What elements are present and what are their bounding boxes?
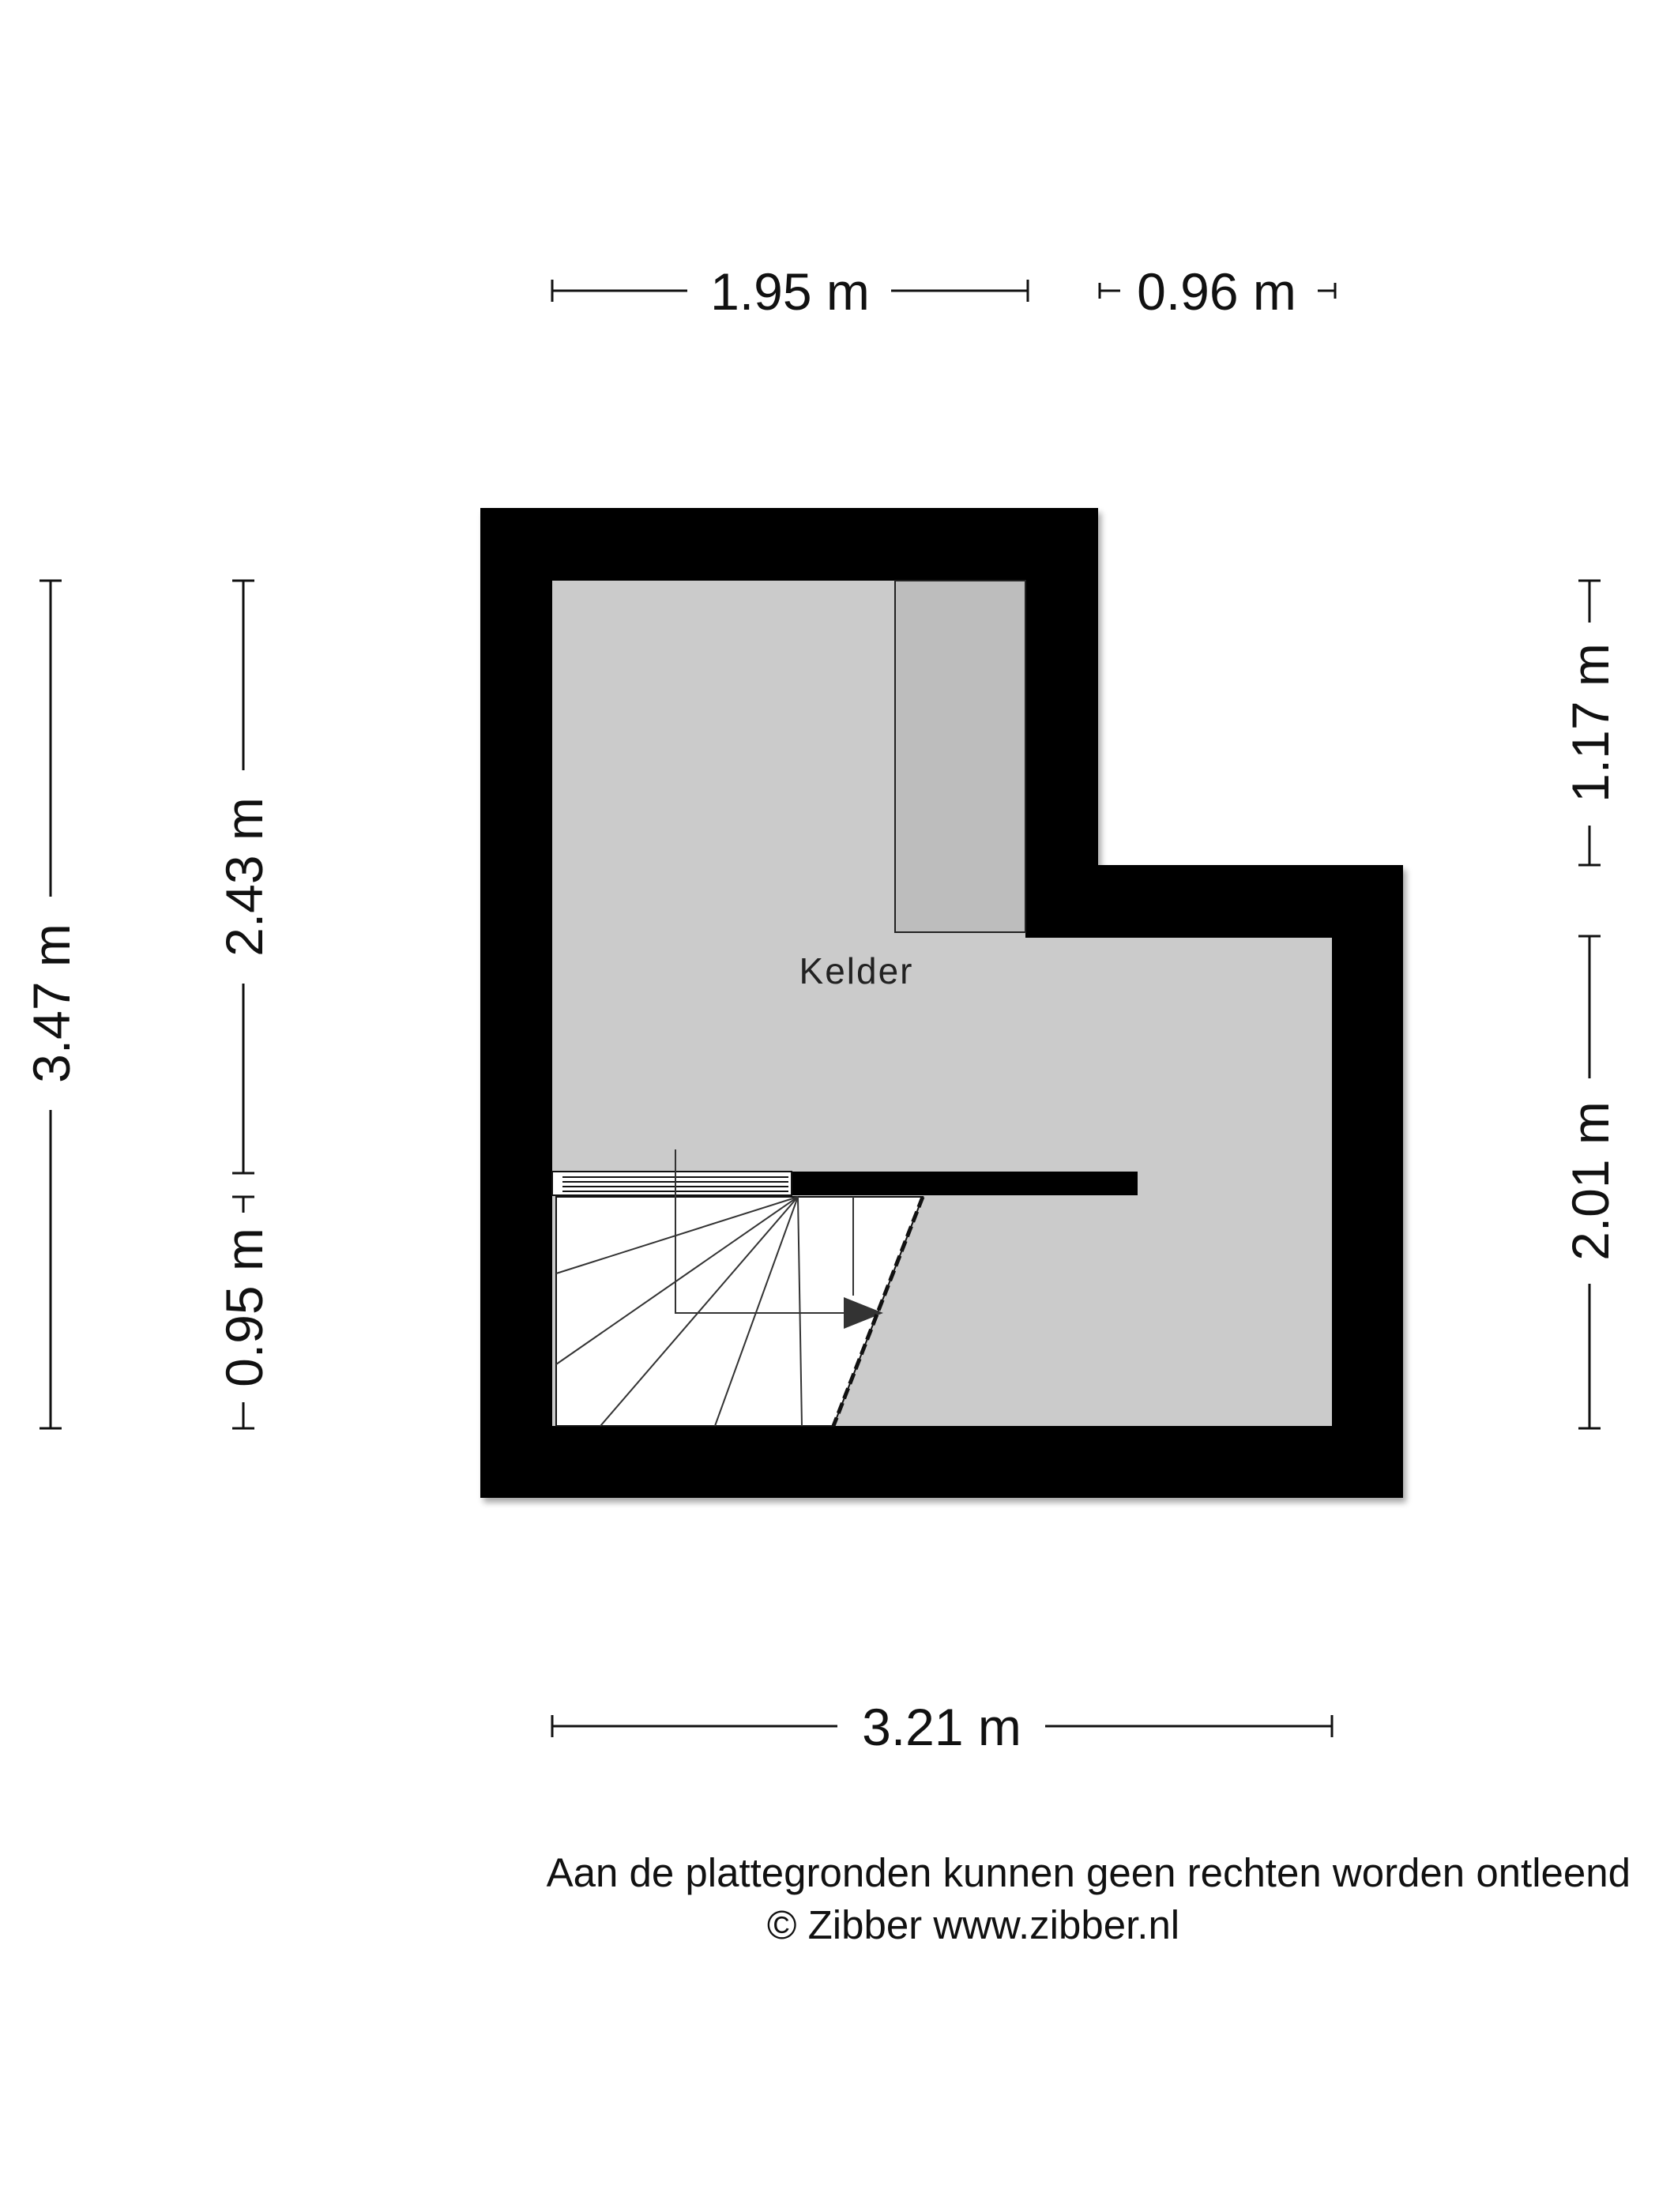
disclaimer-text: Aan de plattegronden kunnen geen rechten… — [547, 1850, 1631, 1895]
dimension-label: 0.96 m — [1137, 262, 1296, 321]
dimension-top-right: 0.96 m — [1098, 262, 1337, 321]
dimension-label: 0.95 m — [215, 1228, 273, 1387]
dimension-label: 1.95 m — [710, 262, 870, 321]
staircase — [555, 1149, 925, 1427]
dimension-label: 1.17 m — [1561, 643, 1620, 803]
dimension-right-top: 1.17 m — [1561, 579, 1620, 867]
stair-railing — [551, 1171, 792, 1196]
dimension-label: 2.43 m — [215, 797, 273, 957]
dimension-left-outer: 3.47 m — [22, 579, 81, 1430]
dimension-right-bottom: 2.01 m — [1561, 935, 1620, 1430]
stair-direction-arrow-icon — [844, 1297, 883, 1329]
dimension-left-inner-bottom: 0.95 m — [215, 1195, 273, 1430]
dimension-label: 3.47 m — [22, 924, 81, 1083]
dimension-label: 2.01 m — [1561, 1101, 1620, 1261]
dimension-label: 3.21 m — [862, 1698, 1021, 1756]
dimension-left-inner-top: 2.43 m — [215, 579, 273, 1175]
dimension-bottom: 3.21 m — [551, 1698, 1334, 1756]
dimension-top-left: 1.95 m — [551, 262, 1029, 321]
built-in-cupboard — [894, 580, 1026, 933]
partition-wall — [792, 1172, 1138, 1195]
room-label: Kelder — [799, 950, 914, 991]
copyright-text: © Zibber www.zibber.nl — [767, 1902, 1179, 1947]
